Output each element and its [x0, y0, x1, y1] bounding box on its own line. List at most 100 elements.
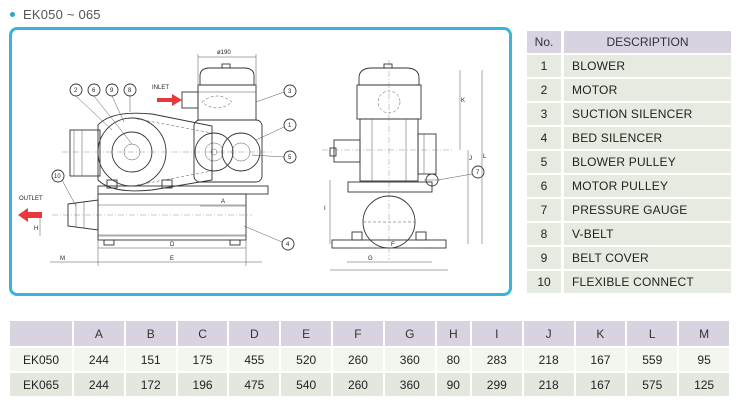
part-desc: SUCTION SILENCER: [561, 103, 731, 125]
part-desc: V-BELT: [561, 223, 731, 245]
inlet-arrow-icon: [157, 94, 182, 106]
bullet-icon: [10, 11, 15, 17]
value-cell: 80: [436, 348, 470, 371]
part-no: 10: [527, 271, 561, 293]
value-cell: 218: [523, 348, 574, 371]
svg-text:10: 10: [54, 174, 61, 180]
drawing-svg: ø190 INLET: [18, 50, 487, 271]
svg-text:6: 6: [92, 88, 96, 94]
dims-header-e: E: [281, 321, 332, 346]
suction-silencer-drawing: [197, 63, 257, 121]
part-no: 1: [527, 55, 561, 77]
svg-text:3: 3: [288, 89, 292, 95]
part-desc: PRESSURE GAUGE: [561, 199, 731, 221]
part-no: 9: [527, 247, 561, 269]
svg-text:5: 5: [288, 155, 292, 161]
callout-6: 6: [87, 83, 133, 145]
value-cell: 95: [679, 348, 729, 371]
dim-e: E: [170, 256, 174, 262]
dim-g: G: [368, 256, 373, 262]
dim-d: D: [170, 242, 175, 248]
motor-drawing: [62, 112, 272, 192]
part-desc: MOTOR: [561, 79, 731, 101]
part-no: 2: [527, 79, 561, 101]
value-cell: 299: [471, 373, 522, 396]
dim-i: I: [324, 206, 326, 212]
parts-header-desc: DESCRIPTION: [561, 31, 731, 53]
svg-text:9: 9: [110, 88, 114, 94]
callout-10: 10: [51, 169, 77, 207]
blower-body-drawing: [193, 119, 263, 183]
dimensions-table: A B C D E F G H I J K L M EK050 244 151 …: [8, 319, 731, 398]
value-cell: 575: [627, 373, 678, 396]
parts-header-row: No. DESCRIPTION: [527, 31, 731, 53]
dims-header-a: A: [74, 321, 124, 346]
part-no: 6: [527, 175, 561, 197]
dim-a: A: [221, 199, 225, 205]
callout-3: 3: [255, 84, 297, 103]
table-row: EK065 244 172 196 475 540 260 360 90 299…: [10, 373, 729, 396]
blower-drawing: ø190 INLET: [9, 27, 512, 296]
part-desc: FLEXIBLE CONNECT: [561, 271, 731, 293]
model-cell: EK065: [10, 373, 72, 396]
callout-2: 2: [69, 83, 113, 131]
table-row: EK050 244 151 175 455 520 260 360 80 283…: [10, 348, 729, 371]
value-cell: 360: [384, 373, 435, 396]
callout-1: 1: [255, 118, 297, 141]
section-title-text: EK050 ~ 065: [23, 6, 101, 22]
value-cell: 283: [471, 348, 522, 371]
part-no: 3: [527, 103, 561, 125]
part-no: 5: [527, 151, 561, 173]
part-desc: BLOWER PULLEY: [561, 151, 731, 173]
value-cell: 125: [679, 373, 729, 396]
value-cell: 244: [74, 348, 124, 371]
dims-header-m: M: [679, 321, 729, 346]
svg-text:7: 7: [476, 170, 480, 176]
dims-header-d: D: [229, 321, 280, 346]
dim-f: F: [391, 242, 395, 248]
dims-header-k: K: [575, 321, 626, 346]
dims-header-i: I: [471, 321, 522, 346]
value-cell: 167: [575, 348, 626, 371]
value-cell: 244: [74, 373, 124, 396]
model-cell: EK050: [10, 348, 72, 371]
dims-header-model: [10, 321, 72, 346]
dims-header-row: A B C D E F G H I J K L M: [10, 321, 729, 346]
callout-4: 4: [243, 225, 295, 251]
value-cell: 90: [436, 373, 470, 396]
part-desc: BLOWER: [561, 55, 731, 77]
dims-header-g: G: [384, 321, 435, 346]
value-cell: 151: [125, 348, 176, 371]
dims-header-b: B: [125, 321, 176, 346]
dims-header-c: C: [177, 321, 228, 346]
part-no: 4: [527, 127, 561, 149]
callout-8: 8: [123, 83, 137, 112]
section-title: EK050 ~ 065: [10, 5, 101, 23]
value-cell: 559: [627, 348, 678, 371]
value-cell: 172: [125, 373, 176, 396]
value-cell: 260: [333, 373, 383, 396]
value-cell: 455: [229, 348, 280, 371]
svg-text:1: 1: [288, 123, 292, 129]
part-desc: BED SILENCER: [561, 127, 731, 149]
parts-header-no: No.: [527, 31, 561, 53]
inlet-label: INLET: [152, 85, 169, 91]
outlet-label: OUTLET: [19, 196, 43, 202]
value-cell: 167: [575, 373, 626, 396]
dims-header-j: J: [523, 321, 574, 346]
value-cell: 260: [333, 348, 383, 371]
callout-9: 9: [105, 83, 125, 123]
svg-text:8: 8: [128, 88, 132, 94]
dims-header-l: L: [627, 321, 678, 346]
dim-h: H: [34, 226, 38, 232]
value-cell: 218: [523, 373, 574, 396]
value-cell: 360: [384, 348, 435, 371]
